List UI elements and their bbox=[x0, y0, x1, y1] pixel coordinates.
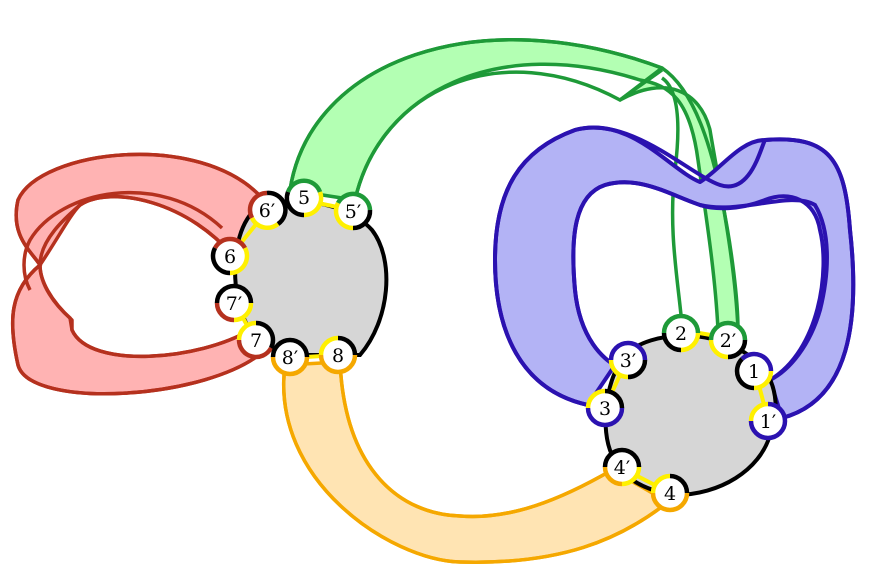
green-ribbon bbox=[288, 38, 740, 332]
node-8-prime[interactable]: 8′ bbox=[270, 337, 310, 377]
node-1-prime[interactable]: 1′ bbox=[748, 401, 788, 441]
node-4[interactable]: 4 bbox=[650, 473, 690, 513]
orange-ribbon bbox=[281, 360, 670, 564]
right-nodes: 2 2′ 3′ 1 3 bbox=[585, 313, 788, 513]
left-nodes: 6′ 5 5′ 6 7′ bbox=[210, 178, 373, 377]
red-ribbon-edge-inner bbox=[38, 194, 251, 359]
green-ribbon-edge-inner bbox=[353, 68, 664, 201]
green-ribbon-edge-outer bbox=[288, 38, 740, 331]
green-ribbon-edge-strand bbox=[660, 76, 684, 326]
node-7[interactable]: 7 bbox=[236, 320, 276, 360]
node-1-label: 1 bbox=[748, 361, 760, 383]
node-4-prime-label: 4′ bbox=[614, 457, 630, 479]
node-8[interactable]: 8 bbox=[318, 335, 358, 375]
red-ribbon bbox=[10, 152, 267, 396]
blue-ribbon-edge-inner bbox=[571, 180, 829, 382]
node-8-label: 8 bbox=[332, 345, 344, 367]
node-8-prime-label: 8′ bbox=[282, 347, 298, 369]
node-7-prime-label: 7′ bbox=[226, 293, 242, 315]
blue-ribbon-edge-outer bbox=[492, 125, 856, 420]
node-2[interactable]: 2 bbox=[661, 313, 701, 353]
node-4-label: 4 bbox=[664, 483, 676, 505]
orange-ribbon-edge-inner bbox=[338, 361, 613, 519]
node-6-prime[interactable]: 6′ bbox=[247, 190, 288, 230]
node-6-label: 6 bbox=[224, 246, 236, 268]
node-1[interactable]: 1 bbox=[734, 351, 774, 391]
node-6-prime-label: 6′ bbox=[259, 200, 275, 222]
red-ribbon-edge-cross bbox=[22, 190, 224, 291]
node-3[interactable]: 3 bbox=[585, 388, 625, 428]
node-4-prime[interactable]: 4′ bbox=[602, 447, 642, 487]
node-2-prime[interactable]: 2′ bbox=[708, 320, 748, 360]
node-2-prime-label: 2′ bbox=[720, 330, 736, 352]
node-1-prime-label: 1′ bbox=[760, 411, 776, 433]
node-3-label: 3 bbox=[599, 398, 611, 420]
orange-ribbon-edge-outer bbox=[281, 364, 670, 564]
node-7-prime[interactable]: 7′ bbox=[214, 283, 254, 323]
node-7-label: 7 bbox=[250, 330, 262, 352]
node-3-prime-label: 3′ bbox=[620, 350, 636, 372]
node-6[interactable]: 6 bbox=[210, 236, 250, 276]
blue-ribbon bbox=[492, 125, 856, 420]
node-5-label: 5 bbox=[298, 187, 310, 209]
node-5-prime-label: 5′ bbox=[345, 201, 361, 223]
node-5[interactable]: 5 bbox=[284, 178, 324, 218]
node-2-label: 2 bbox=[675, 323, 687, 345]
node-3-prime[interactable]: 3′ bbox=[608, 340, 648, 380]
node-5-prime[interactable]: 5′ bbox=[333, 191, 373, 231]
